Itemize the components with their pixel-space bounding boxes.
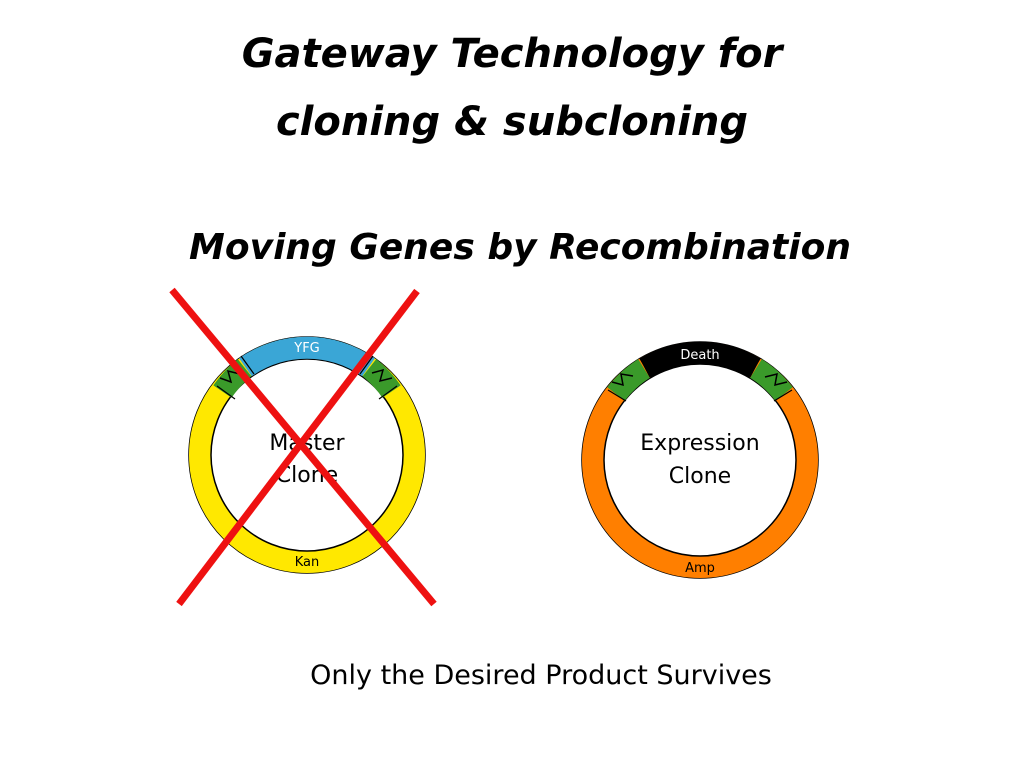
master-clone-plasmid: YFG Kan Master Clone <box>188 336 426 574</box>
master-att-site-right-zigzag <box>371 368 393 383</box>
expression-clone-label-line-2: Clone <box>669 464 731 489</box>
expression-att-site-right <box>749 359 793 401</box>
expression-att-site-right-zigzag <box>764 372 788 387</box>
expression-separator <box>607 389 627 402</box>
master-att-site-left <box>213 359 252 399</box>
slide-title-line-2: cloning & subcloning <box>275 99 749 145</box>
expression-insert-label: Death <box>680 348 719 363</box>
expression-insert-arc <box>639 341 761 378</box>
master-marker-label: Kan <box>295 555 320 570</box>
master-separator <box>216 385 236 400</box>
slide-subtitle: Moving Genes by Recombination <box>189 227 851 268</box>
master-separator <box>359 355 374 375</box>
expression-att-site-left-zigzag <box>611 373 634 387</box>
cross-stroke-b <box>176 288 420 607</box>
expression-inner-outline <box>603 363 797 557</box>
expression-clone-plasmid: Death Amp Expression Clone <box>581 341 819 579</box>
master-inner-outline <box>210 358 404 552</box>
master-separator <box>240 355 255 375</box>
expression-marker-label: Amp <box>685 561 715 576</box>
cross-out-mark <box>169 287 437 607</box>
master-att-site-left-zigzag <box>219 369 241 384</box>
cross-stroke-a <box>169 287 437 607</box>
master-insert-label: YFG <box>293 341 320 356</box>
expression-clone-label-line-1: Expression <box>640 431 759 456</box>
expression-att-site-left <box>607 359 651 401</box>
expression-separator <box>639 357 651 378</box>
master-separator <box>378 385 398 400</box>
expression-separator <box>749 357 761 378</box>
master-insert-arc <box>239 336 375 377</box>
expression-separator <box>773 389 793 402</box>
slide-title-line-1: Gateway Technology for <box>241 31 783 77</box>
slide-caption: Only the Desired Product Survives <box>310 660 772 691</box>
